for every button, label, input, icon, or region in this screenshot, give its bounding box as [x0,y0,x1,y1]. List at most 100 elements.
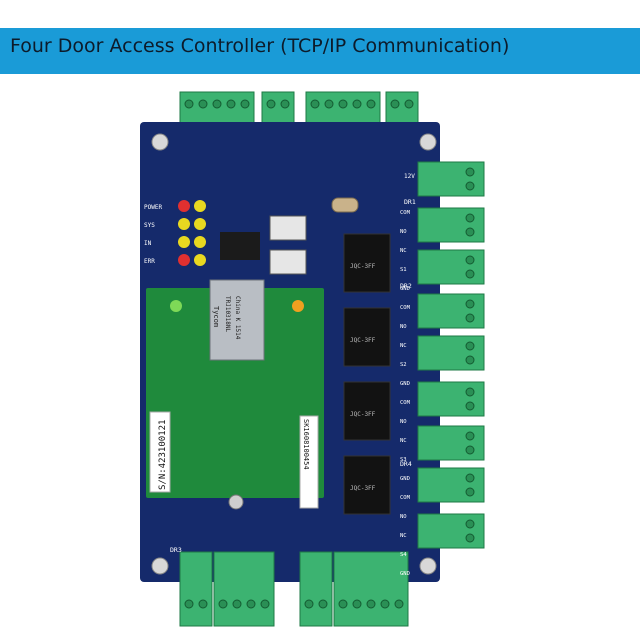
serial-sticker [149,411,171,493]
led-label: SYS [144,222,155,229]
rj45-label: TRJ10318NL [224,296,231,333]
barcode-sticker [299,415,319,509]
terminal-screw [465,431,475,441]
relay [343,381,391,441]
status-led [178,254,190,266]
pin-label: NC [400,248,407,254]
terminal-screw [465,355,475,365]
rj45-jack [209,279,265,361]
terminal-block [417,467,485,503]
terminal-block [417,161,485,197]
terminal-screw [465,401,475,411]
terminal-screw [465,299,475,309]
pin-label: COM [400,210,411,216]
status-led [178,200,190,212]
terminal-screw [318,599,328,609]
pin-label: S4 [400,552,407,558]
terminal-screw [465,269,475,279]
network-module-board [146,288,324,498]
led-label: ERR [144,258,155,265]
status-led [194,254,206,266]
relay-pin-labels: COMNONCS1GNDCOMNONCS2GNDCOMNONCS3GNDCOMN… [170,198,416,577]
module-led-green [170,300,182,312]
terminal-screw [390,99,400,109]
terminal-screw [465,473,475,483]
terminal-screw [304,599,314,609]
serial-label: S/N:423100121 [158,420,168,490]
pin-label: NO [400,229,407,235]
title-banner: Four Door Access Controller (TCP/IP Comm… [0,28,640,74]
pin-label: COM [400,305,411,311]
terminal-screw [352,99,362,109]
module-screw [228,494,244,510]
terminal-screw [465,167,475,177]
voltage-label: 12V [404,173,415,180]
terminal-block [333,551,409,627]
terminal-screw [465,387,475,397]
status-led [194,236,206,248]
capacitor [331,197,359,213]
terminal-screw [184,99,194,109]
terminal-screw [465,313,475,323]
terminal-screw [465,255,475,265]
terminal-screw [310,99,320,109]
pin-label: GND [400,476,410,482]
banner-title: Four Door Access Controller (TCP/IP Comm… [10,35,510,57]
terminal-screw [465,533,475,543]
terminal-screw [246,599,256,609]
mounting-hole [151,557,169,575]
status-led [178,236,190,248]
relays: JQC-3FF JQC-3FF JQC-3FF JQC-3FF [343,233,391,515]
led-label: IN [144,240,152,247]
terminal-screw [260,599,270,609]
relay [343,233,391,293]
terminal-screw [218,599,228,609]
status-led [178,218,190,230]
terminal-screw [266,99,276,109]
relay-label: JQC-3FF [350,263,376,270]
ic-chip [269,249,307,275]
relay-label: JQC-3FF [350,411,376,418]
terminal-screw [212,99,222,109]
pin-label: GND [400,286,410,292]
terminal-screw [465,227,475,237]
terminal-screw [465,341,475,351]
ic-chip [220,232,260,260]
terminal-screw [394,599,404,609]
terminal-screw [465,181,475,191]
status-led [194,200,206,212]
pin-label: GND [400,381,410,387]
barcode-label: SK1608100454 [302,419,310,470]
pin-label: S2 [400,362,407,368]
door-label: DR1 [404,198,416,206]
terminal-screw [465,213,475,223]
pin-label: GND [400,571,410,577]
relay [343,455,391,515]
pin-label: NO [400,514,407,520]
terminal-block [417,425,485,461]
terminal-screw [338,599,348,609]
pin-label: NO [400,419,407,425]
pin-label: S1 [400,267,407,273]
terminal-block [179,551,213,627]
terminal-screw [198,599,208,609]
terminal-screw [465,445,475,455]
terminal-screw [226,99,236,109]
pin-label: COM [400,400,411,406]
terminal-block [417,249,485,285]
terminal-block [417,513,485,549]
relay-label: JQC-3FF [350,485,376,492]
terminal-block [417,335,485,371]
ic-chip [269,215,307,241]
terminal-screw [465,487,475,497]
terminal-screw [338,99,348,109]
door-label: DR4 [400,460,412,468]
terminal-block [417,207,485,243]
door-label: DR2 [400,282,412,290]
terminal-screw [198,99,208,109]
relay-label: JQC-3FF [350,337,376,344]
terminal-screw [352,599,362,609]
terminal-screw [465,519,475,529]
pin-label: COM [400,495,411,501]
